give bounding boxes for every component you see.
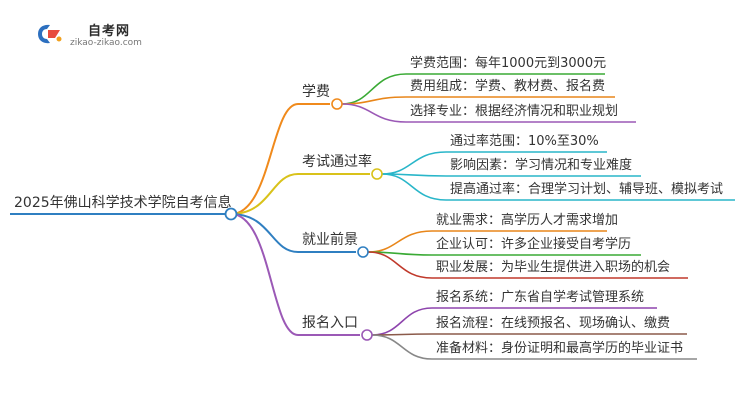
- branch-label-4: 报名入口: [302, 315, 358, 331]
- branch-connector-3: [230, 213, 299, 253]
- logo-icon: [38, 24, 62, 44]
- branch-node-2: [371, 168, 383, 180]
- leaf-connector-4-1: [371, 307, 433, 336]
- leaf-label-3-3: 职业发展：为毕业生提供进入职场的机会: [436, 260, 671, 275]
- root-node: [224, 207, 238, 221]
- leaf-connector-1-3: [341, 103, 407, 123]
- branch-connector-1: [230, 103, 299, 215]
- leaf-label-3-2: 企业认可：许多企业接受自考学历: [436, 237, 632, 252]
- branch-label-1: 学费: [302, 84, 330, 100]
- branch-connector-4: [230, 213, 299, 336]
- branch-node-1: [331, 98, 343, 110]
- site-logo[interactable]: 自考网 zikao-zikao.com: [34, 18, 164, 50]
- leaf-label-1-2: 费用组成：学费、教材费、报名费: [410, 79, 606, 94]
- branch-label-2: 考试通过率: [302, 154, 372, 170]
- leaf-connector-2-3: [381, 173, 447, 201]
- logo-url: zikao-zikao.com: [70, 38, 142, 48]
- leaf-label-4-3: 准备材料：身份证明和最高学历的毕业证书: [436, 341, 684, 356]
- root-node-label: 2025年佛山科学技术学院自考信息: [14, 195, 232, 211]
- leaf-label-2-3: 提高通过率：合理学习计划、辅导班、模拟考试: [450, 182, 724, 197]
- leaf-label-1-3: 选择专业：根据经济情况和职业规划: [410, 104, 619, 119]
- leaf-connector-3-1: [367, 230, 433, 253]
- leaf-label-2-2: 影响因素：学习情况和专业难度: [450, 158, 633, 173]
- leaf-label-1-1: 学费范围：每年1000元到3000元: [410, 56, 607, 71]
- leaf-label-2-1: 通过率范围：10%至30%: [450, 134, 599, 149]
- branch-node-4: [361, 329, 373, 341]
- leaf-label-4-1: 报名系统：广东省自学考试管理系统: [436, 290, 645, 305]
- logo-name: 自考网: [88, 24, 131, 39]
- branch-node-3: [357, 246, 369, 258]
- leaf-connector-3-3: [367, 251, 433, 279]
- branch-label-3: 就业前景: [302, 232, 358, 248]
- leaf-connector-2-1: [381, 151, 447, 175]
- leaf-label-3-1: 就业需求：高学历人才需求增加: [436, 213, 619, 228]
- leaf-connector-4-3: [371, 334, 433, 360]
- leaf-label-4-2: 报名流程：在线预报名、现场确认、缴费: [436, 316, 671, 331]
- leaf-connector-1-2: [341, 96, 407, 105]
- branch-connector-2: [230, 173, 299, 215]
